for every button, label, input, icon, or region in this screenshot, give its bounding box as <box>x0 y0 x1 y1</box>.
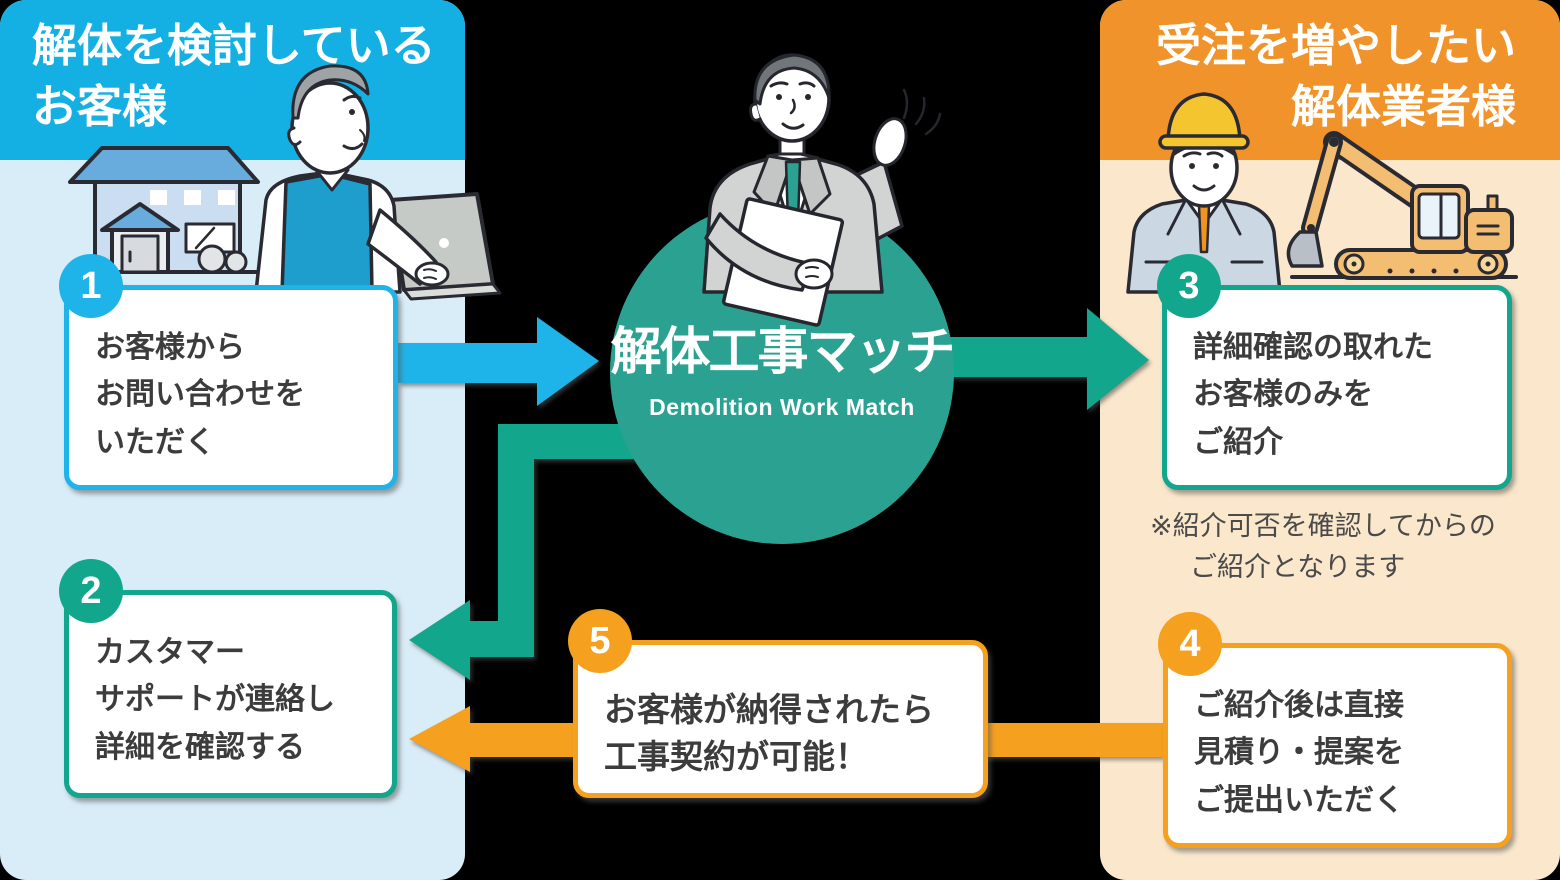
step-4-text: ご紹介後は直接 見積り・提案を ご提出いただく <box>1168 648 1507 824</box>
arrow-customer-to-service <box>398 317 599 406</box>
step-text-line: お客様のみを <box>1193 378 1373 412</box>
step-3-box: 3 詳細確認の取れた お客様のみを ご紹介 <box>1157 254 1512 490</box>
step-5-box: 5 お客様が納得されたら 工事契約が可能！ <box>568 609 988 798</box>
step-text-line: 見積り・提案を <box>1194 736 1404 770</box>
step-text-line: 詳細を確認する <box>95 730 305 764</box>
referral-note: ※紹介可否を確認してからの ご紹介となります <box>1150 506 1496 587</box>
step-3-text: 詳細確認の取れた お客様のみを ご紹介 <box>1167 290 1507 466</box>
elderly-customer-illustration <box>254 64 450 294</box>
step-1-box: 1 お客様から お問い合わせを いただく <box>59 254 398 490</box>
step-5-badge: 5 <box>568 609 632 673</box>
step-text-line: ご提出いただく <box>1194 783 1404 817</box>
step-1-text: お客様から お問い合わせを いただく <box>69 290 393 466</box>
step-text-line: お問い合わせを <box>95 378 305 412</box>
step-4-box: 4 ご紹介後は直接 見積り・提案を ご提出いただく <box>1158 612 1512 848</box>
step-4-badge: 4 <box>1158 612 1222 676</box>
step-2-box: 2 カスタマー サポートが連絡し 詳細を確認する <box>59 559 397 798</box>
step-5-text: お客様が納得されたら 工事契約が可能！ <box>578 645 983 781</box>
referral-note-line2: ご紹介となります <box>1190 551 1406 582</box>
motion-lines-icon <box>902 88 942 136</box>
step-text-line: お客様から <box>95 331 245 364</box>
house-icon <box>68 146 260 274</box>
customer-panel-title-line1: 解体を検討している <box>32 20 436 71</box>
step-text-line: 詳細確認の取れた <box>1193 331 1433 364</box>
step-text-line: いただく <box>95 425 215 459</box>
service-subtitle: Demolition Work Match <box>649 394 915 420</box>
customer-panel-title-line2: お客様 <box>32 80 168 132</box>
contractor-illustration <box>1126 92 1282 294</box>
step-text-line: 工事契約が可能！ <box>604 737 868 775</box>
step-text-line: ご紹介 <box>1193 425 1283 459</box>
agent-illustration <box>702 53 942 327</box>
step-text-line: サポートが連絡し <box>95 683 335 717</box>
step-2-text: カスタマー サポートが連絡し 詳細を確認する <box>69 595 392 771</box>
customer-panel-header: 解体を検討している お客様 <box>0 0 465 160</box>
service-title: 解体工事マッチ <box>610 323 955 380</box>
step-text-line: お客様が納得されたら <box>604 691 934 728</box>
step-3-badge: 3 <box>1157 254 1221 318</box>
step-1-badge: 1 <box>59 254 123 318</box>
step-2-badge: 2 <box>59 559 123 623</box>
step-text-line: カスタマー <box>95 636 245 669</box>
helmet-icon <box>1158 92 1250 150</box>
contractor-panel-title-line2: 解体業者様 <box>1290 80 1516 132</box>
contractor-panel-title-line1: 受注を増やしたい <box>1155 20 1516 71</box>
arrow-service-to-contractor <box>925 308 1149 410</box>
excavator-icon <box>1286 131 1518 280</box>
step-text-line: ご紹介後は直接 <box>1194 689 1404 722</box>
referral-note-line1: ※紹介可否を確認してからの <box>1150 511 1496 541</box>
